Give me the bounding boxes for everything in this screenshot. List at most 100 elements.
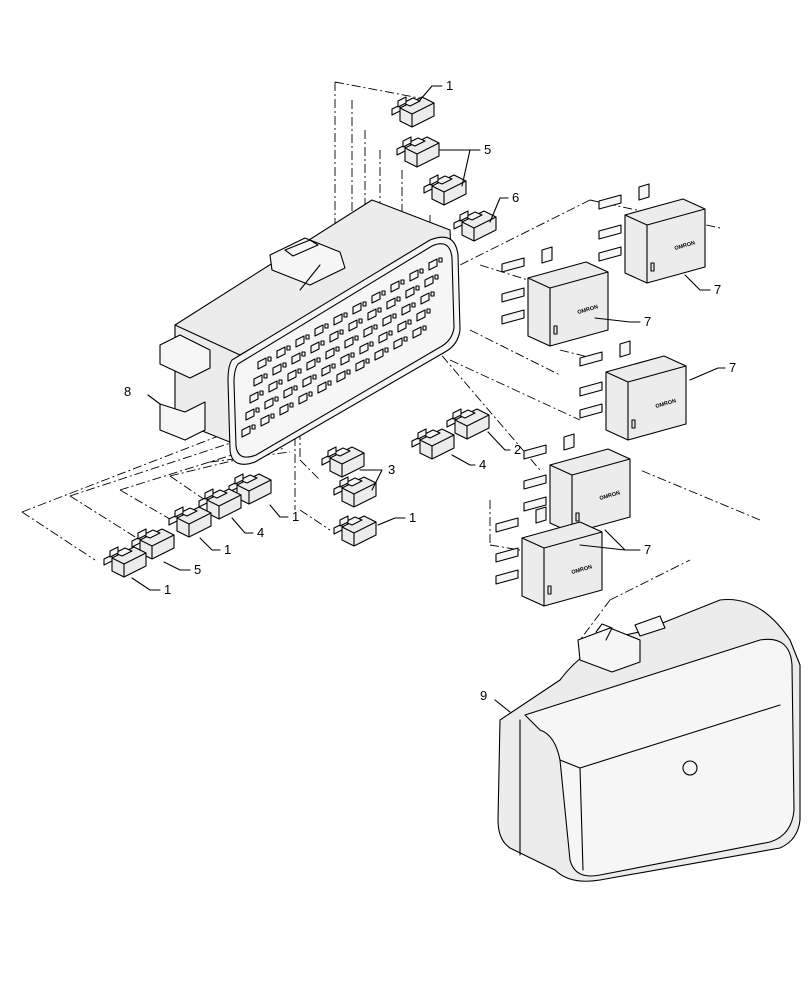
socket <box>329 330 339 343</box>
socket-pin <box>388 330 393 336</box>
relay-brand-text: OMRON <box>655 398 677 410</box>
socket <box>268 380 278 393</box>
callout-5: 5 <box>194 562 201 577</box>
relay-1: OMRON <box>598 183 706 284</box>
fuse-center-3b <box>333 476 377 508</box>
socket-pin <box>392 313 397 319</box>
callout-7: 7 <box>714 282 721 297</box>
socket-pin <box>286 345 291 351</box>
fuse-relay-box <box>159 199 461 465</box>
socket <box>424 275 434 288</box>
socket-pin <box>267 356 272 362</box>
socket-pin <box>438 257 443 263</box>
socket-pin <box>346 369 351 375</box>
callout-1: 1 <box>164 582 171 597</box>
socket-pin <box>308 391 313 397</box>
socket <box>367 308 377 321</box>
socket-pin <box>293 385 298 391</box>
callout-4: 4 <box>479 457 486 472</box>
socket <box>378 331 388 344</box>
socket-pin <box>415 285 420 291</box>
relay-brand-text: OMRON <box>599 490 621 502</box>
socket <box>253 374 263 387</box>
socket <box>317 381 327 394</box>
callout-4: 4 <box>257 525 264 540</box>
socket <box>428 258 438 271</box>
callout-leaders <box>131 85 726 713</box>
socket-pin <box>381 290 386 296</box>
socket-pin <box>255 407 260 413</box>
socket <box>340 353 350 366</box>
socket-pin <box>358 318 363 324</box>
socket <box>397 320 407 333</box>
socket <box>374 348 384 361</box>
fuse-left-1c <box>103 546 147 578</box>
socket-pin <box>373 324 378 330</box>
socket <box>420 292 430 305</box>
socket <box>409 269 419 282</box>
socket-pin <box>411 302 416 308</box>
fuse-center-3a <box>321 446 365 478</box>
socket-pin <box>365 358 370 364</box>
socket <box>348 319 358 332</box>
socket <box>298 392 308 405</box>
callout-6: 6 <box>512 190 519 205</box>
socket-pin <box>316 357 321 363</box>
socket <box>416 309 426 322</box>
cover <box>497 598 801 882</box>
relay-brand-text: OMRON <box>571 564 593 576</box>
callout-9: 9 <box>480 688 487 703</box>
callout-8: 8 <box>124 384 131 399</box>
fuse-top-5b <box>423 174 467 206</box>
socket <box>363 325 373 338</box>
socket-pin <box>305 334 310 340</box>
socket-pin <box>362 301 367 307</box>
callout-5: 5 <box>484 142 491 157</box>
relay-3: OMRON <box>579 340 687 441</box>
socket-pin <box>384 347 389 353</box>
cover-hole <box>682 760 698 776</box>
fuse-right-4 <box>411 428 455 460</box>
socket <box>241 425 251 438</box>
socket <box>257 357 267 370</box>
socket <box>344 336 354 349</box>
socket <box>302 375 312 388</box>
socket <box>306 358 316 371</box>
socket <box>287 369 297 382</box>
socket-pin <box>407 319 412 325</box>
socket-pin <box>297 368 302 374</box>
socket-pin <box>419 268 424 274</box>
socket <box>371 291 381 304</box>
socket-pin <box>331 363 336 369</box>
socket <box>245 408 255 421</box>
socket <box>405 286 415 299</box>
socket-pin <box>350 352 355 358</box>
socket <box>276 346 286 359</box>
socket <box>412 326 422 339</box>
socket-pin <box>343 312 348 318</box>
socket-pin <box>400 279 405 285</box>
socket <box>272 363 282 376</box>
fuse-top-5a <box>396 136 440 168</box>
socket-pin <box>426 308 431 314</box>
relay-2: OMRON <box>501 246 609 347</box>
callout-labels: 1 5 6 7 7 7 8 2 4 3 1 1 4 1 5 1 7 9 <box>124 78 736 703</box>
socket-pin <box>289 402 294 408</box>
socket-pin <box>339 329 344 335</box>
socket-pin <box>354 335 359 341</box>
socket-pin <box>369 341 374 347</box>
socket <box>382 314 392 327</box>
socket <box>393 337 403 350</box>
callout-2: 2 <box>514 442 521 457</box>
socket <box>386 297 396 310</box>
socket <box>295 335 305 348</box>
socket-pin <box>312 374 317 380</box>
socket <box>352 302 362 315</box>
socket <box>314 324 324 337</box>
socket <box>249 391 259 404</box>
socket-pin <box>278 379 283 385</box>
callout-1: 1 <box>446 78 453 93</box>
socket <box>264 397 274 410</box>
socket-pin <box>430 291 435 297</box>
